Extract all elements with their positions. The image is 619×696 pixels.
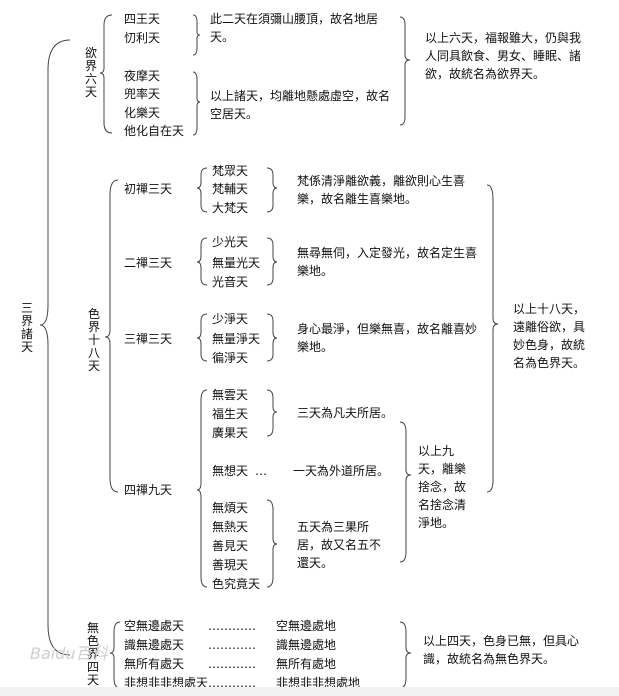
form-heaven-item: 善見天 <box>212 539 249 553</box>
form-heaven-item: 無雲天 <box>212 388 249 402</box>
form-summary: 以上十八天，遠離俗欲，具妙色身，故統名為色界天。 <box>513 302 586 370</box>
formless-brace <box>109 621 121 689</box>
desire-realm-label: 欲界六天 <box>84 46 97 99</box>
formless-dots: ………… <box>208 619 256 633</box>
desire-g2-note: 以上諸天，均離地懸處虛空，故名空居天。 <box>210 89 391 121</box>
dhyana4-a-brace <box>266 389 278 437</box>
formless-dots: ………… <box>208 638 256 652</box>
formless-place-item: 識無邊處地 <box>276 638 337 652</box>
dhyana1-label: 初禪三天 <box>124 182 173 196</box>
dhyana3-label: 三禪三天 <box>124 332 173 346</box>
form-heaven-item: 無煩天 <box>212 501 249 515</box>
dhyana2-brace <box>196 237 208 286</box>
dhyana2-note: 無尋無伺，入定發光，故名定生喜樂地。 <box>297 246 478 278</box>
desire-g2-brace <box>192 71 201 136</box>
dhyana2-label: 二禪三天 <box>124 256 173 270</box>
dhyana3-brace <box>196 313 208 362</box>
desire-heaven-item: 四王天 <box>124 12 161 26</box>
formless-heaven-item: 識無邊處天 <box>124 638 185 652</box>
desire-heaven-item: 兜率天 <box>124 87 161 101</box>
form-heaven-item: 無量淨天 <box>212 332 261 346</box>
formless-place-item: 空無邊處地 <box>276 619 337 633</box>
form-heaven-item: 徧淨天 <box>212 351 249 365</box>
form-heaven-item: 廣果天 <box>212 426 249 440</box>
dhyana4-c-note: 五天為三果所居，故又名五不還天。 <box>297 520 382 570</box>
formless-heaven-item: 非想非非想處天 <box>124 676 209 690</box>
formless-place-item: 無所有處地 <box>276 657 337 671</box>
form-heaven-item: 無量光天 <box>212 256 261 270</box>
form-summary-brace <box>486 184 499 493</box>
footer-strip <box>0 687 619 696</box>
root-brace <box>39 39 71 656</box>
formless-dots: ………… <box>208 657 256 671</box>
dhyana1-note-brace <box>266 167 278 213</box>
form-heaven-item: 光音天 <box>212 275 249 289</box>
desire-g1-brace <box>192 14 201 56</box>
form-heaven-item: 梵眾天 <box>212 164 249 178</box>
formless-summary-brace <box>399 621 412 689</box>
dhyana3-note-brace <box>266 313 278 362</box>
form-heaven-item: 無想天 <box>212 464 249 478</box>
desire-summary-brace <box>399 16 411 126</box>
form-realm-label: 色界十八天 <box>87 307 100 373</box>
formless-realm-label: 無色界四天 <box>86 621 99 687</box>
desire-heaven-item: 夜摩天 <box>124 69 161 83</box>
form-brace <box>104 179 119 493</box>
dhyana1-brace <box>196 167 208 213</box>
formless-heaven-item: 無所有處天 <box>124 657 185 671</box>
form-heaven-item: 少淨天 <box>212 312 249 326</box>
dhyana4-summary-brace <box>399 421 412 563</box>
formless-heaven-item: 空無邊處天 <box>124 619 185 633</box>
dhyana3-note: 身心最淨，但樂無喜，故名離喜妙樂地。 <box>297 322 478 354</box>
root-label: 三界諸天 <box>20 301 33 354</box>
formless-dots: ………… <box>208 676 256 690</box>
dhyana4-b-dots: … <box>255 464 267 478</box>
dhyana4-brace <box>196 389 208 588</box>
form-heaven-item: 福生天 <box>212 407 249 421</box>
form-heaven-item: 色究竟天 <box>212 577 261 591</box>
dhyana4-a-note: 三天為凡夫所居。 <box>297 406 394 420</box>
dhyana4-c-brace <box>266 499 278 588</box>
desire-brace <box>99 14 113 134</box>
form-heaven-item: 善現天 <box>212 558 249 572</box>
watermark: Baidu百科 <box>30 644 108 663</box>
desire-heaven-item: 化樂天 <box>124 106 161 120</box>
form-heaven-item: 少光天 <box>212 235 249 249</box>
form-heaven-item: 無熱天 <box>212 520 249 534</box>
desire-summary: 以上六天，福報雖大，仍與我人同具飲食、男女、睡眠、諸欲，故統名為欲界天。 <box>425 31 582 81</box>
dhyana4-label: 四禪九天 <box>124 483 173 497</box>
dhyana1-note: 梵係清淨離欲義，離欲則心生喜樂，故名離生喜樂地。 <box>297 174 466 206</box>
form-heaven-item: 大梵天 <box>212 201 249 215</box>
formless-summary: 以上四天，色身已無，但具心識，故統名為無色界天。 <box>423 634 580 666</box>
dhyana2-note-brace <box>266 237 278 286</box>
desire-heaven-item: 他化自在天 <box>124 124 185 138</box>
dhyana4-summary: 以上九天，離樂捨念，故名捨念清淨地。 <box>418 444 467 530</box>
desire-heaven-item: 忉利天 <box>124 31 161 45</box>
formless-place-item: 非想非非想處地 <box>276 676 361 690</box>
form-heaven-item: 梵輔天 <box>212 182 249 196</box>
desire-g1-note: 此二天在須彌山腰頂，故名地居天。 <box>210 12 379 44</box>
dhyana4-b-note: 一天為外道所居。 <box>293 464 390 478</box>
